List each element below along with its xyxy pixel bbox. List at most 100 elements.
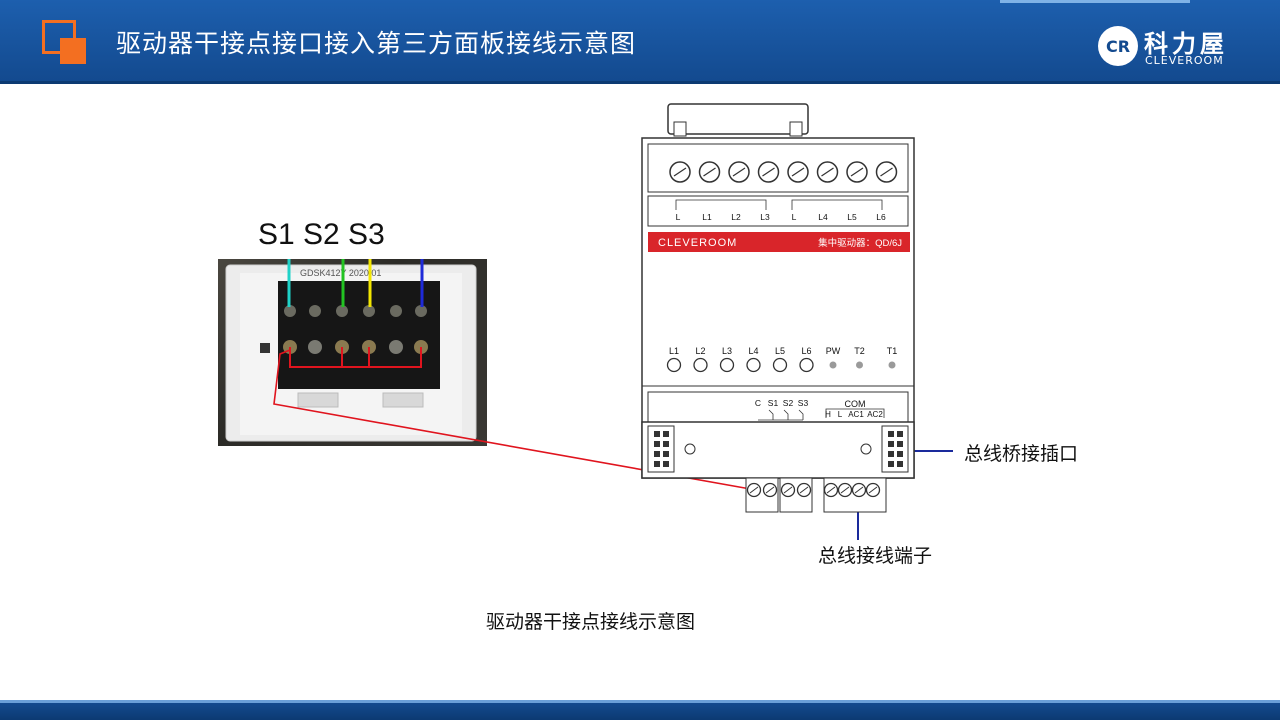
bottom-right-label: AC1 [848,410,864,419]
contact-mark [798,409,804,420]
indicator-label: L2 [695,346,705,356]
bus-port-right [881,425,909,473]
indicator-ring [772,357,788,373]
bus-port-pins [654,431,903,467]
bottom-terminal-screws [746,482,881,498]
switch-labels: S1 S2 S3 [258,218,385,251]
bus-port-pin [897,451,903,457]
bus-port-pin [663,451,669,457]
relay-bracket [791,199,883,210]
indicator-ring [799,357,814,373]
plate-clip-left [297,392,339,408]
com-label: COM [845,399,866,409]
bus-port-pin [654,461,660,467]
bus-port-pin [654,431,660,437]
bus-port-left [647,425,675,473]
bottom-screw-slot [868,486,878,494]
indicator-dot [856,361,863,369]
footer-bar [0,703,1280,720]
indicator-ring [693,357,708,373]
bottom-right-label: AC2 [867,410,883,419]
bus-port-pin [654,441,660,447]
bus-port-pin [663,461,669,467]
indicator-ring [746,357,761,373]
indicator-label: T1 [887,346,898,356]
connection-wire [273,349,757,491]
base-hole-right [860,443,872,455]
header-accent-line [1000,0,1190,3]
bottom-left-label: S3 [798,398,809,408]
panel-photo: GDSK412Y 2020/01 [218,259,487,446]
indicator-label: L6 [801,346,811,356]
indicator-label: L1 [669,346,679,356]
bus-port-pin [663,431,669,437]
top-screw-slot [703,167,716,177]
base-hole-left [684,443,696,455]
indicator-label: L3 [722,346,732,356]
top-screw-slot [732,167,746,177]
indicator-lights [666,357,896,373]
indicator-dot [829,361,837,369]
top-screw-slot [791,167,805,177]
din-clip-tab-left [673,121,687,137]
bottom-right-label: L [838,410,843,419]
device-base [641,421,915,479]
device-brand: CLEVEROOM [658,237,737,249]
bus-port-pin [888,441,894,447]
indicator-ring [666,357,682,373]
bus-port-pin [654,451,660,457]
terminal-block [278,281,440,389]
header-logo-square-outline [42,20,76,54]
top-screw-slot [821,167,834,177]
device-model: 集中驱动器：QD/6J [818,237,902,249]
header-bar: 驱动器干接点接口接入第三方面板接线示意图 CR 科力屋 CLEVEROOM [0,0,1280,84]
bus-port-pin [888,451,894,457]
diagram-caption: 驱动器干接点接线示意图 [486,611,696,633]
bus-port-pin [897,431,903,437]
bus-port-pin [888,461,894,467]
bottom-screw-slot [840,486,850,494]
page-title: 驱动器干接点接口接入第三方面板接线示意图 [116,29,637,58]
bus-port-pin [897,441,903,447]
bottom-screw-slot [799,486,809,494]
top-screw-slot [880,167,893,177]
top-relay-marks [675,199,883,210]
indicator-label: L4 [748,346,758,356]
din-clip [667,103,809,135]
device-brand-band [648,232,910,252]
plate-clip-right [382,392,424,408]
callout-bus-terminal: 总线接线端子 [818,545,933,567]
bottom-contact-marks [758,409,804,421]
contact-mark [768,409,774,420]
indicator-label: L5 [775,346,785,356]
din-clip-tab-right [789,121,803,137]
bottom-right-label: H [825,410,831,419]
relay-bracket [675,199,767,210]
top-terminal-label: L [676,212,681,222]
top-screw-slot [762,167,775,177]
plate-hole [260,343,270,353]
contact-mark [783,409,789,420]
top-screw-slot [673,167,687,177]
top-terminal-label: L1 [702,212,712,222]
top-terminal-label: L3 [760,212,770,222]
indicator-ring [719,357,735,373]
com-bracket [825,408,885,418]
footer-accent [0,700,1280,703]
bottom-left-label: S1 [768,398,779,408]
top-terminal-label: L [792,212,797,222]
top-terminal-label: L6 [876,212,886,222]
bus-port-pin [663,441,669,447]
indicator-label: PW [826,346,841,356]
panel-imprint: GDSK412Y 2020/01 [300,268,381,278]
callout-bus-bridge: 总线桥接插口 [964,443,1079,465]
bottom-screw-slot [826,486,836,494]
bottom-screw-slot [749,486,759,494]
brand-name-cn: 科力屋 [1144,30,1228,58]
header-logo-square-fill [60,38,86,64]
